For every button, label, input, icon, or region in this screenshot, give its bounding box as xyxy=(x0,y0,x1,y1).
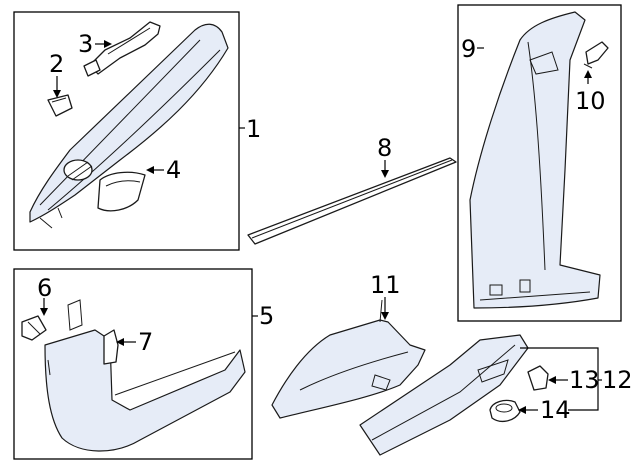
callout-1: 1 xyxy=(246,115,261,143)
callout-9: 9 xyxy=(461,35,476,63)
callout-11: 11 xyxy=(370,271,401,299)
callout-5: 5 xyxy=(259,302,274,330)
callout-14: 14 xyxy=(540,396,571,424)
clip-part-10 xyxy=(583,41,609,69)
b-pillar-trim xyxy=(469,11,601,309)
quarter-trim-part-11 xyxy=(271,299,426,419)
a-pillar-group-frame xyxy=(13,11,240,251)
callout-4: 4 xyxy=(166,156,181,184)
callout-8: 8 xyxy=(377,134,392,162)
a-pillar-trim xyxy=(29,23,229,229)
callout-10: 10 xyxy=(575,87,606,115)
leader-lines xyxy=(40,40,602,414)
retainer-part-7 xyxy=(103,329,119,365)
speaker-grille xyxy=(63,159,93,181)
clip-part-6 xyxy=(21,315,47,341)
lower-pillar-trim xyxy=(44,299,246,452)
b-pillar-group-frame xyxy=(457,4,622,322)
trim-cover-part-4 xyxy=(97,171,146,212)
callout-7: 7 xyxy=(138,328,153,356)
sill-strip-part-8 xyxy=(247,157,457,245)
assist-handle-part-3 xyxy=(83,21,161,77)
clip-part-13 xyxy=(527,365,549,391)
lower-pillar-group-frame xyxy=(13,268,253,460)
fastener-part-14 xyxy=(489,399,521,423)
callout-12: 12 xyxy=(602,366,633,394)
callout-3: 3 xyxy=(78,30,93,58)
callout-6: 6 xyxy=(37,274,52,302)
callout-2: 2 xyxy=(49,50,64,78)
callout-13: 13 xyxy=(569,366,600,394)
clip-part-2 xyxy=(47,94,73,117)
